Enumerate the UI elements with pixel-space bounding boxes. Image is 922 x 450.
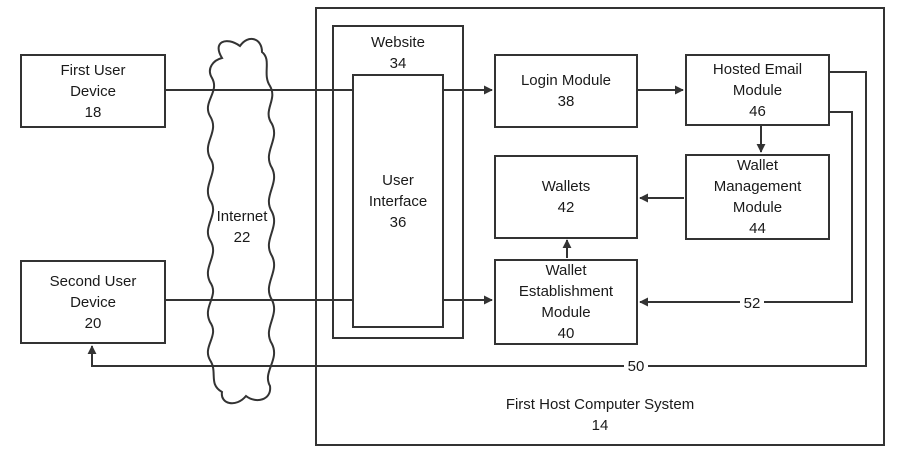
internet-cloud (207, 37, 275, 405)
wallet-establishment-line-1: Wallet (545, 262, 587, 279)
second-user-device: Second User Device 20 (20, 260, 166, 344)
arrow-path-50 (87, 71, 867, 367)
wallets-ref: 42 (557, 199, 575, 216)
website-title: Website (371, 34, 425, 51)
website-ref: 34 (389, 55, 407, 72)
hosted-email-module-line-1: Hosted Email (712, 60, 803, 78)
system-caption: First Host Computer System 14 (316, 394, 884, 436)
website-boundary (332, 25, 464, 339)
second-user-device-line-1: Second User (49, 272, 137, 290)
first-host-computer-system-boundary (315, 7, 885, 446)
first-user-device: First User Device 18 (20, 54, 166, 128)
path-label-50: 50 (624, 356, 648, 377)
wallet-establishment-ref: 40 (557, 325, 575, 342)
login-module-ref: 38 (557, 93, 575, 110)
system-ref: 14 (591, 417, 609, 434)
path-label-52: 52 (740, 293, 764, 314)
second-user-device-line-2: Device (70, 293, 116, 311)
wallets-line-1: Wallets (541, 178, 591, 195)
hosted-email-module: Hosted Email Module 46 (685, 54, 830, 126)
login-module: Login Module 38 (494, 54, 638, 128)
system-title: First Host Computer System (505, 396, 695, 413)
internet-title: Internet (216, 208, 268, 225)
wallet-management-ref: 44 (749, 220, 766, 237)
login-module-line-1: Login Module (520, 72, 612, 89)
user-interface-line-2: Interface (368, 192, 428, 210)
second-user-device-ref: 20 (84, 314, 102, 332)
internet-label: Internet 22 (212, 206, 272, 248)
user-interface: User Interface 36 (352, 74, 444, 328)
first-user-device-line-2: Device (70, 82, 116, 100)
user-interface-ref: 36 (389, 213, 407, 231)
wallet-management-line-2: Management (713, 178, 802, 195)
hosted-email-module-line-2: Module (732, 81, 783, 99)
wallet-establishment-module: Wallet Establishment Module 40 (494, 259, 638, 345)
wallet-establishment-line-3: Module (541, 304, 591, 321)
wallet-management-line-3: Module (732, 199, 783, 216)
wallets: Wallets 42 (494, 155, 638, 239)
wallet-management-module: Wallet Management Module 44 (685, 154, 830, 240)
first-user-device-ref: 18 (84, 103, 102, 121)
website-label: Website 34 (333, 32, 463, 74)
first-user-device-line-1: First User (60, 61, 126, 79)
wallet-establishment-line-2: Establishment (518, 283, 614, 300)
internet-ref: 22 (233, 229, 251, 246)
user-interface-line-1: User (382, 171, 414, 189)
wallet-management-line-1: Wallet (736, 157, 779, 174)
hosted-email-module-ref: 46 (749, 102, 766, 120)
